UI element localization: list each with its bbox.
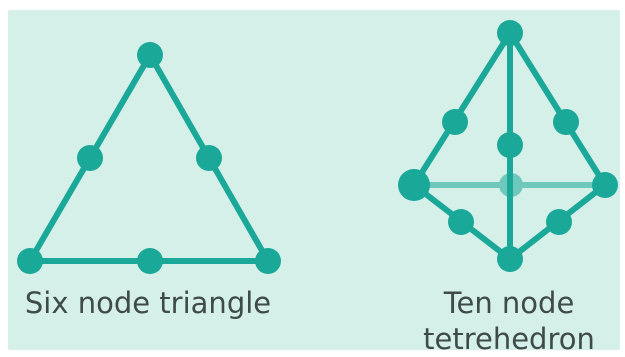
six-node-triangle	[17, 42, 281, 274]
tet-node-upper-left-mid	[442, 109, 468, 135]
tetrahedron-label: Ten node tetrehedron	[400, 285, 618, 357]
triangle-node-left-mid	[77, 145, 103, 171]
triangle-node-right-mid	[196, 145, 222, 171]
tet-node-lower-left-mid	[448, 209, 474, 235]
triangle-edges	[27, 52, 271, 264]
ten-node-tetrahedron	[398, 20, 618, 272]
tet-node-upper-right-mid	[553, 109, 579, 135]
tet-node-left	[398, 169, 430, 201]
triangle-node-bottom-mid	[137, 248, 163, 274]
tet-node-bottom	[497, 246, 523, 272]
tet-node-lower-right-mid	[546, 209, 572, 235]
tet-edge-top-left	[411, 30, 513, 188]
tet-node-vertical-mid	[497, 132, 523, 158]
triangle-label-text: Six node triangle	[24, 286, 272, 320]
triangle-node-apex	[137, 42, 163, 68]
tet-edge-top-right	[507, 30, 608, 188]
tetrahedron-label-line1: Ten node	[443, 286, 575, 320]
triangle-node-bottom-right	[255, 248, 281, 274]
triangle-node-bottom-left	[17, 248, 43, 274]
triangle-label: Six node triangle	[14, 285, 282, 321]
tet-node-apex	[497, 20, 523, 46]
tetrahedron-label-line2: tetrehedron	[423, 322, 595, 356]
tet-node-right	[592, 172, 618, 198]
